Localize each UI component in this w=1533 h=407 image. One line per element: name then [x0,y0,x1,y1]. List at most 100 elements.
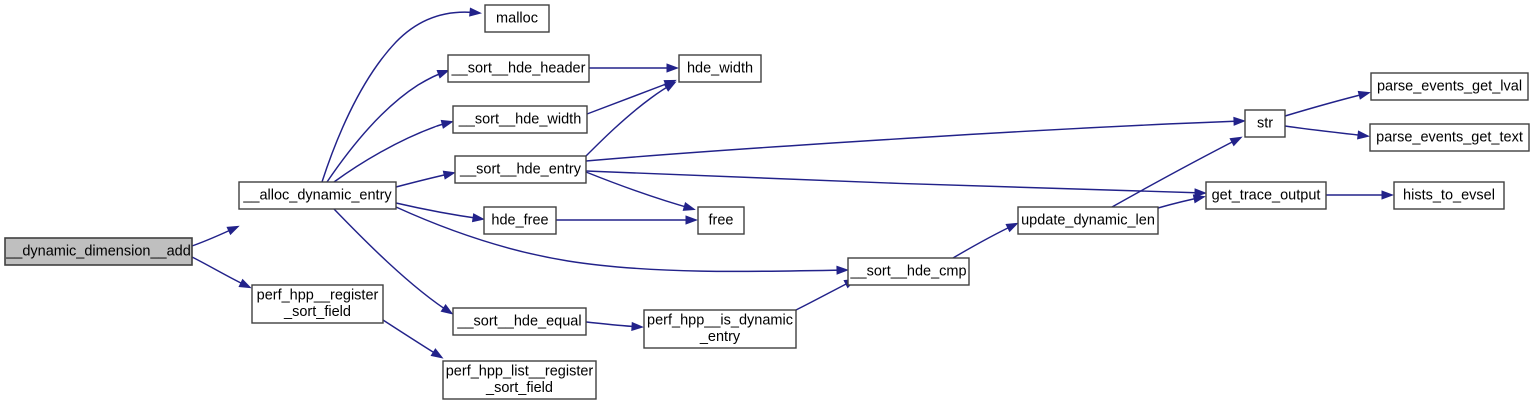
edge-arrowhead [440,303,454,315]
edge-dynamic_dimension_add-to-alloc_dynamic_entry [191,225,240,247]
node-malloc[interactable]: mallocmalloc [484,4,550,33]
edge-line [1111,137,1241,208]
node-parse_events_get_lval[interactable]: parse_events_get_lvalparse_events_get_lv… [1370,72,1529,101]
node-hde_width[interactable]: hde_widthhde_width [678,54,762,83]
edge-arrowhead [682,201,696,211]
node-dynamic_dimension_add[interactable]: __dynamic_dimension__add__dynamic_dimens… [4,237,193,266]
node-hists_to_evsel[interactable]: hists_to_evselhists_to_evsel [1393,181,1505,210]
edge-sort_hde_entry-to-str [585,116,1246,162]
node-box[interactable] [238,181,397,210]
node-sort_hde_width[interactable]: __sort__hde_width__sort__hde_width [452,105,588,134]
edge-arrowhead [1357,90,1371,100]
edge-line [326,70,448,183]
node-box[interactable] [483,206,557,235]
edge-update_dynamic_len-to-get_trace_output [1157,194,1206,209]
edge-arrowhead [1005,222,1019,233]
node-sort_hde_header[interactable]: __sort__hde_header__sort__hde_header [447,54,590,83]
node-get_trace_output[interactable]: get_trace_outputget_trace_output [1205,181,1327,210]
edge-arrowhead [685,215,698,225]
edge-arrowhead [631,321,644,332]
node-sort_hde_entry[interactable]: __sort__hde_entry__sort__hde_entry [454,155,587,184]
edge-arrowhead [666,63,679,73]
edge-line [795,279,855,311]
node-box[interactable] [1017,206,1159,235]
edge-str-to-parse_events_get_lval [1284,90,1371,117]
node-sort_hde_cmp[interactable]: __sort__hde_cmp__sort__hde_cmp [847,257,970,286]
node-parse_events_get_text[interactable]: parse_events_get_textparse_events_get_te… [1369,123,1530,152]
edge-line [585,82,675,157]
edge-alloc_dynamic_entry-to-sort_hde_entry [395,170,456,188]
edge-arrowhead [836,265,849,275]
edge-line [586,80,675,115]
node-str[interactable]: strstr [1244,109,1286,138]
node-alloc_dynamic_entry[interactable]: __alloc_dynamic_entry__alloc_dynamic_ent… [238,181,397,210]
edge-alloc_dynamic_entry-to-sort_hde_equal [333,208,454,315]
edge-arrowhead [238,278,252,289]
node-box[interactable] [442,360,597,400]
edges-layer [191,7,1394,359]
node-free[interactable]: freefree [697,206,745,235]
edge-line [333,208,452,314]
node-box[interactable] [454,155,587,184]
edge-arrowhead [1194,188,1207,198]
edge-arrowhead [1229,136,1243,147]
node-box[interactable] [1369,123,1530,152]
edge-line [395,206,847,273]
edge-str-to-parse_events_get_text [1284,125,1370,140]
node-hde_free[interactable]: hde_freehde_free [483,206,557,235]
node-perf_hpp_register_sort_field[interactable]: perf_hpp__register_sort_fieldperf_hpp__r… [251,284,384,324]
edge-hde_free-to-free [556,215,698,225]
node-update_dynamic_len[interactable]: update_dynamic_lenupdate_dynamic_len [1017,206,1159,235]
edge-alloc_dynamic_entry-to-malloc [321,7,482,183]
edge-line [952,223,1017,259]
edge-perf_hpp_register_sort_field-to-perf_hpp_list_register_sort_field [382,319,444,359]
edge-arrowhead [471,213,485,223]
edge-line [1284,92,1369,117]
edge-line [585,171,694,210]
node-box[interactable] [452,307,587,336]
node-box[interactable] [847,257,970,286]
edge-line [191,256,250,288]
node-box[interactable] [251,284,384,324]
node-box[interactable] [484,4,550,33]
edge-line [585,120,1244,162]
edge-arrowhead [1233,116,1246,126]
edge-update_dynamic_len-to-str [1111,136,1243,208]
node-box[interactable] [447,54,590,83]
edge-arrowhead [663,81,677,92]
node-box[interactable] [4,237,193,266]
edge-sort_hde_entry-to-get_trace_output [585,170,1207,198]
node-perf_hpp_is_dynamic_entry[interactable]: perf_hpp__is_dynamic_entryperf_hpp__is_d… [643,309,797,349]
edge-arrowhead [436,69,450,79]
node-sort_hde_equal[interactable]: __sort__hde_equal__sort__hde_equal [452,307,587,336]
edge-line [382,319,442,358]
edge-arrowhead [440,119,454,129]
edge-sort_hde_equal-to-perf_hpp_is_dynamic_entry [585,321,644,332]
node-box[interactable] [1370,72,1529,101]
node-perf_hpp_list_register_sort_field[interactable]: perf_hpp_list__register_sort_fieldperf_h… [442,360,597,400]
node-box[interactable] [643,309,797,349]
edge-arrowhead [469,7,482,17]
node-box[interactable] [452,105,588,134]
edge-get_trace_output-to-hists_to_evsel [1326,190,1394,200]
edge-alloc_dynamic_entry-to-sort_hde_width [333,119,454,183]
edge-sort_hde_width-to-hde_width [586,79,677,115]
edge-alloc_dynamic_entry-to-sort_hde_header [326,69,450,183]
edge-arrowhead [1192,194,1206,204]
edge-arrowhead [430,348,444,359]
node-box[interactable] [1393,181,1505,210]
edge-line [395,202,483,220]
node-box[interactable] [678,54,762,83]
node-box[interactable] [1205,181,1327,210]
node-box[interactable] [697,206,745,235]
edge-line [585,170,1205,194]
edge-line [321,11,480,183]
edge-arrowhead [1357,130,1370,140]
edge-dynamic_dimension_add-to-perf_hpp_register_sort_field [191,256,252,289]
edge-sort_hde_header-to-hde_width [589,63,679,73]
edge-alloc_dynamic_entry-to-sort_hde_cmp [395,206,849,275]
node-box[interactable] [1244,109,1286,138]
edge-alloc_dynamic_entry-to-hde_free [395,202,485,223]
edge-arrowhead [226,225,240,236]
